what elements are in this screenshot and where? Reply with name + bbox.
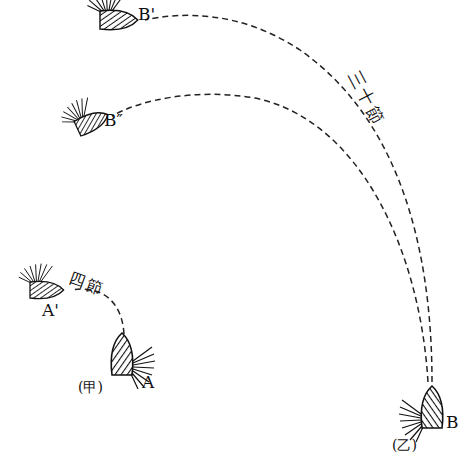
group-label: (乙) [392, 438, 417, 452]
ship-b [399, 386, 443, 442]
ship-a-prime [19, 264, 64, 299]
ship-b-double-prime [56, 91, 111, 142]
ship-b-prime [87, 0, 137, 30]
speed-label: 四節 [67, 270, 108, 298]
group-label: (甲) [78, 380, 103, 394]
ship-label: A [142, 374, 154, 391]
course-lines [72, 15, 432, 382]
ship-label: B' [138, 6, 155, 23]
ship-label: B″ [104, 112, 123, 129]
ship-label: A' [42, 302, 59, 319]
ship-label: B [446, 414, 459, 431]
